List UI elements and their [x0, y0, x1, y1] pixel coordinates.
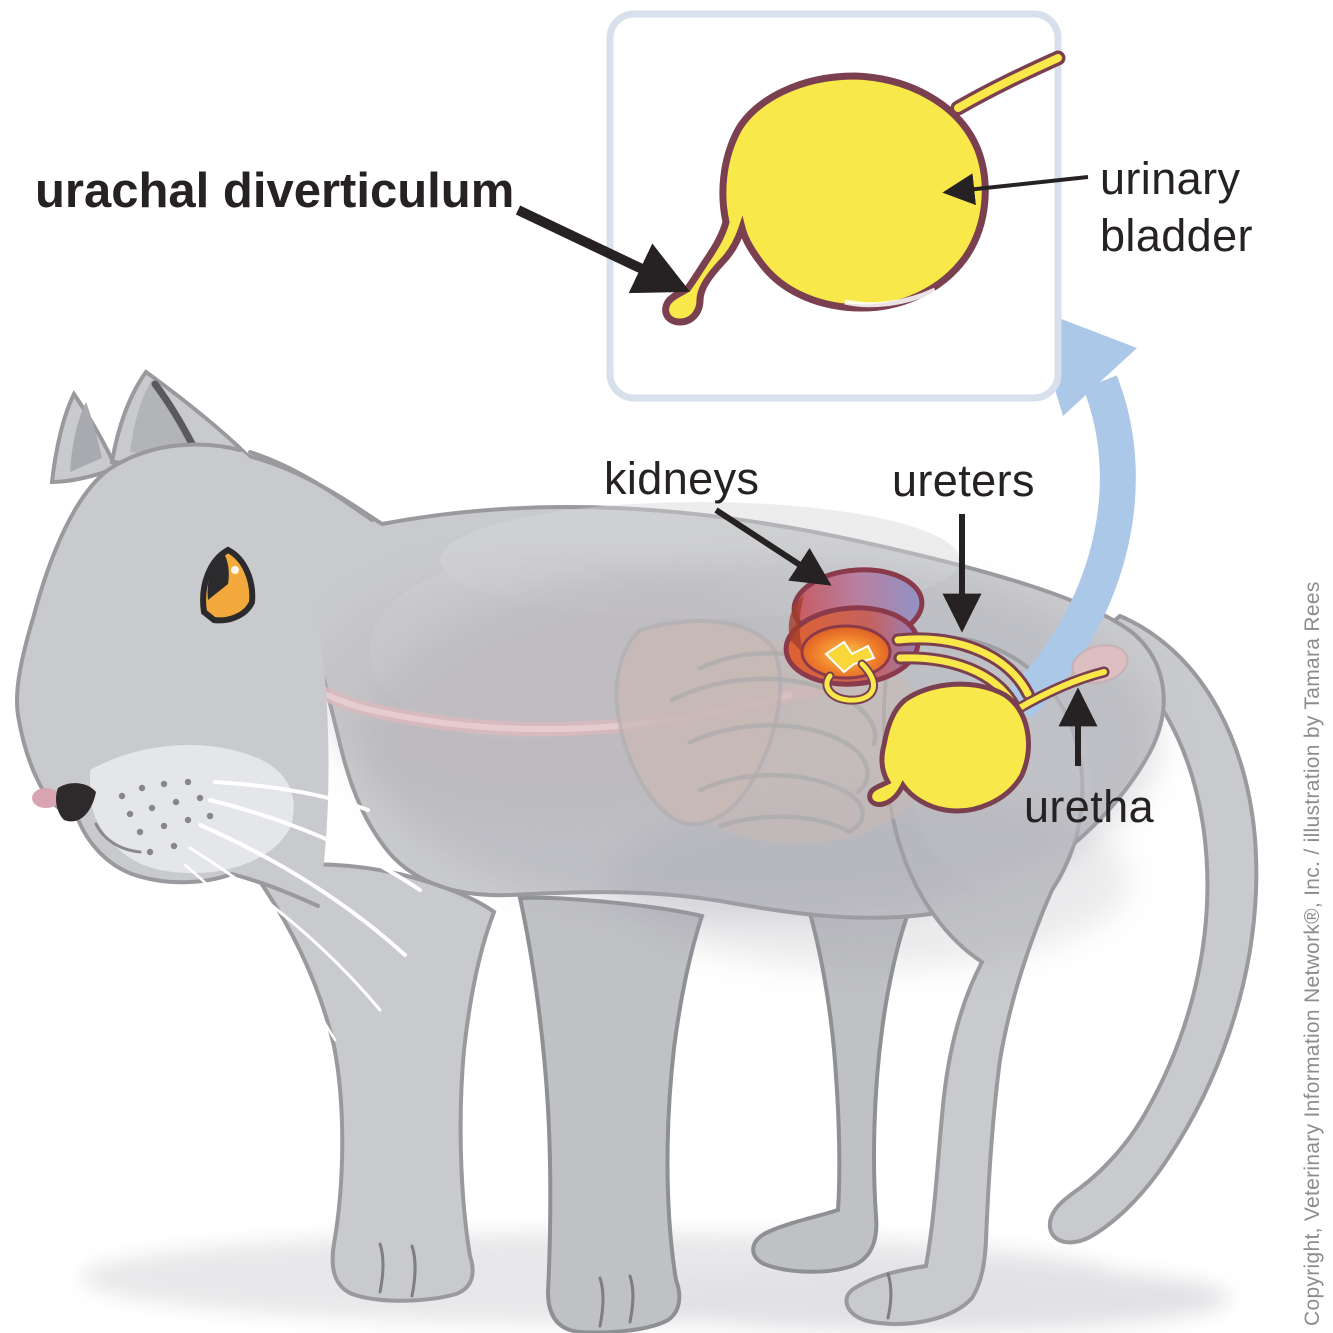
kidney-hilum — [824, 640, 876, 674]
toe-line — [378, 1242, 385, 1294]
label-urinary-bladder: urinary bladder — [1100, 153, 1253, 262]
ear-back-inner — [130, 380, 198, 453]
arrow-urinary-bladder — [942, 173, 1089, 206]
whisker-dots — [118, 778, 214, 856]
muzzle-patch — [90, 745, 294, 874]
cat-head — [14, 369, 422, 1042]
label-arrows — [515, 173, 1098, 766]
toe-line — [628, 1274, 635, 1324]
bladder-shape — [867, 681, 1031, 814]
abdominal-organs — [614, 619, 935, 844]
label-urachal-diverticulum: urachal diverticulum — [35, 164, 515, 218]
label-ureters: ureters — [892, 455, 1035, 506]
toe-line — [598, 1276, 605, 1328]
urethra-shape — [1010, 666, 1110, 716]
inset-bladder-highlight — [844, 287, 937, 308]
toe-line — [886, 1272, 893, 1320]
whiskers — [183, 780, 422, 1042]
nose — [56, 783, 96, 822]
nape-outline — [248, 450, 374, 522]
label-urethra: uretha — [1024, 781, 1154, 832]
ear-front-inner — [70, 402, 102, 472]
head-outline — [14, 442, 320, 908]
kidneys-shape — [783, 567, 925, 705]
inset-panel — [606, 10, 1066, 402]
ear-back-inner-shadow — [151, 380, 198, 452]
eye — [200, 546, 256, 624]
cat-tail — [1047, 613, 1259, 1245]
mouth-line — [94, 822, 142, 854]
cat-front-leg-far — [517, 895, 705, 1333]
inset-urethra — [950, 50, 1066, 116]
toe-line — [410, 1244, 417, 1298]
nose-bridge — [32, 788, 60, 808]
cat-front-leg-near — [248, 862, 497, 1303]
copyright-text: Copyright, Veterinary Information Networ… — [1301, 581, 1324, 1326]
inset-bladder-shape — [662, 72, 989, 326]
arrow-kidneys — [714, 507, 832, 586]
arrow-urachal-diverticulum — [515, 205, 691, 294]
label-kidneys: kidneys — [604, 453, 760, 504]
